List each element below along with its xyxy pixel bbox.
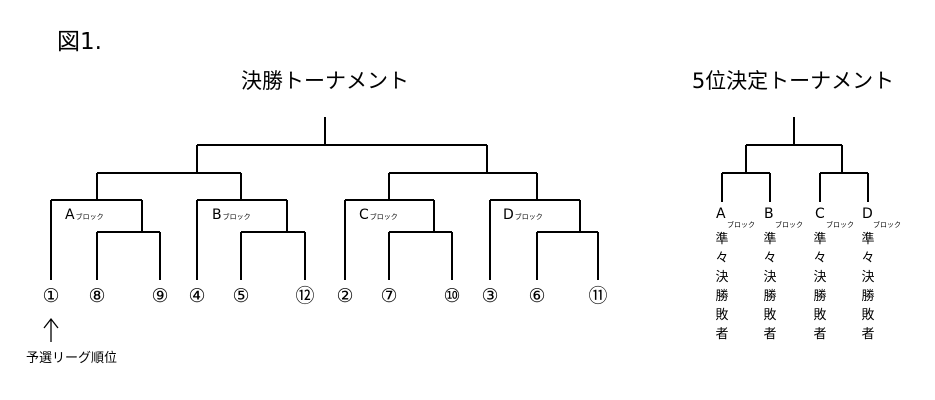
fifth-entry-c-letter: C xyxy=(815,206,825,222)
seed-d-3: ⑪ xyxy=(588,285,607,307)
block-c-bracket-line xyxy=(344,199,453,280)
seed-a-3: ⑨ xyxy=(151,285,168,307)
semi-right-bracket-line xyxy=(388,172,538,200)
svg-text:準: 準 xyxy=(715,231,728,247)
svg-text:決: 決 xyxy=(861,270,874,285)
fifth-entry-b-suffix: ブロック xyxy=(775,220,803,229)
seed-b-2: ⑤ xyxy=(232,285,249,307)
fifth-entry-a: A ブロック 準 々 決 勝 敗 者 xyxy=(715,206,755,342)
fifth-entry-d-letter: D xyxy=(862,206,873,222)
fifth-entry-b-letter: B xyxy=(764,206,774,222)
svg-text:勝: 勝 xyxy=(715,289,728,304)
svg-text:者: 者 xyxy=(715,327,728,342)
fifth-entry-d: D ブロック 準 々 決 勝 敗 者 xyxy=(861,206,901,342)
final-bracket-line xyxy=(196,117,488,173)
fifth-entry-c: C ブロック 準 々 決 勝 敗 者 xyxy=(813,206,854,342)
svg-text:勝: 勝 xyxy=(813,289,826,304)
seed-c-2: ⑦ xyxy=(380,285,397,307)
svg-text:勝: 勝 xyxy=(861,289,874,304)
svg-text:々: 々 xyxy=(715,251,728,266)
fifth-entry-d-suffix: ブロック xyxy=(873,220,901,229)
fifth-entry-a-suffix: ブロック xyxy=(727,220,755,229)
svg-text:敗: 敗 xyxy=(861,308,874,323)
semi-left-bracket-line xyxy=(96,172,242,200)
seed-d-2: ⑥ xyxy=(528,285,545,307)
seed-b-3: ⑫ xyxy=(295,285,314,307)
block-c: Cブロック ② ⑦ ⑩ xyxy=(336,199,461,307)
svg-text:者: 者 xyxy=(861,327,874,342)
svg-text:準: 準 xyxy=(861,231,874,247)
block-b-bracket-line xyxy=(196,199,306,280)
fifth-semi-right-bracket-line xyxy=(819,172,869,202)
ranking-note: 予選リーグ順位 xyxy=(26,351,117,366)
svg-text:者: 者 xyxy=(813,327,826,342)
svg-text:準: 準 xyxy=(763,231,776,247)
fifth-final-bracket-line xyxy=(745,117,843,173)
fifth-bracket-title: 5位決定トーナメント xyxy=(692,69,894,93)
block-a-bracket-line xyxy=(50,199,161,280)
fifth-entry-a-letter: A xyxy=(716,206,726,222)
figure-label: 図1. xyxy=(57,29,102,55)
block-a: Aブロック ① ⑧ ⑨ xyxy=(42,199,169,307)
fifth-entry-c-suffix: ブロック xyxy=(826,220,854,229)
svg-text:決: 決 xyxy=(763,270,776,285)
svg-text:々: 々 xyxy=(861,251,874,266)
svg-text:敗: 敗 xyxy=(763,308,776,323)
block-b: Bブロック ④ ⑤ ⑫ xyxy=(188,199,315,307)
main-bracket: 決勝トーナメント Aブロック ① ⑧ ⑨ Bブロック ④ ⑤ ⑫ Cブロック ②… xyxy=(26,69,608,366)
svg-text:者: 者 xyxy=(763,327,776,342)
seed-a-1: ① xyxy=(42,285,59,307)
seed-c-3: ⑩ xyxy=(443,285,460,307)
up-arrow-icon xyxy=(43,317,59,342)
svg-text:々: 々 xyxy=(813,251,826,266)
svg-text:敗: 敗 xyxy=(715,308,728,323)
svg-text:敗: 敗 xyxy=(813,308,826,323)
fifth-semi-left-bracket-line xyxy=(721,172,771,202)
svg-text:決: 決 xyxy=(715,270,728,285)
block-d: Dブロック ③ ⑥ ⑪ xyxy=(481,199,608,307)
svg-text:準: 準 xyxy=(813,231,826,247)
block-d-label: Dブロック xyxy=(503,207,543,223)
seed-a-2: ⑧ xyxy=(88,285,105,307)
fifth-entry-b: B ブロック 準 々 決 勝 敗 者 xyxy=(763,206,803,342)
svg-text:々: 々 xyxy=(763,251,776,266)
seed-d-1: ③ xyxy=(481,285,498,307)
svg-text:決: 決 xyxy=(813,270,826,285)
block-b-label: Bブロック xyxy=(212,207,251,223)
main-bracket-title: 決勝トーナメント xyxy=(241,69,409,93)
svg-text:勝: 勝 xyxy=(763,289,776,304)
fifth-place-bracket: 5位決定トーナメント A ブロック 準 々 決 勝 敗 者 B ブロック 準 々… xyxy=(692,69,901,342)
seed-c-1: ② xyxy=(336,285,353,307)
block-a-label: Aブロック xyxy=(65,207,104,223)
seed-b-1: ④ xyxy=(188,285,205,307)
block-c-label: Cブロック xyxy=(359,207,398,223)
block-d-bracket-line xyxy=(489,199,599,280)
